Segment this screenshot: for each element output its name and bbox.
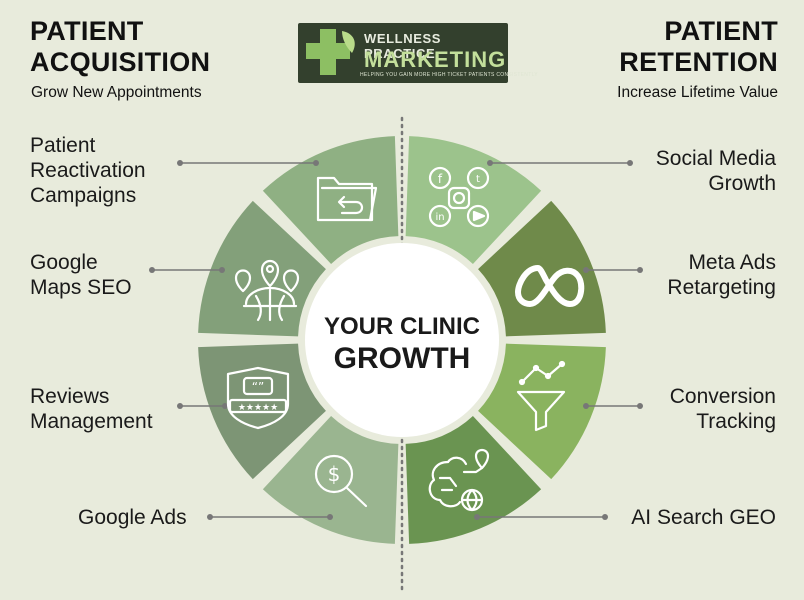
folder-return-icon (316, 176, 378, 222)
connector-dot (177, 403, 183, 409)
social-media-icons: f t in (428, 166, 490, 228)
connector-dot (637, 267, 643, 273)
connector-dot (177, 160, 183, 166)
map-pins-globe-icon (234, 259, 300, 322)
connector-dot (207, 514, 213, 520)
label-line: Meta Ads (688, 251, 776, 274)
label-google-maps-seo: Google Maps SEO (30, 250, 132, 300)
review-stars-shield-icon: “” ★★★★★ (226, 366, 290, 430)
connector-dot (627, 160, 633, 166)
logo-line1: WELLNESS PRACTICE (364, 31, 442, 61)
meta-infinity-icon (515, 265, 585, 307)
svg-text:“”: “” (252, 380, 264, 394)
retention-title-line2: RETENTION (619, 47, 778, 77)
label-line: Reviews (30, 385, 110, 408)
connector-dot (219, 267, 225, 273)
label-line: Campaigns (30, 184, 137, 207)
label-line: Google Ads (78, 506, 187, 529)
connector-dot (637, 403, 643, 409)
svg-text:in: in (435, 212, 444, 223)
acquisition-title: PATIENT ACQUISITION (30, 16, 210, 78)
center-label: YOUR CLINIC GROWTH (316, 313, 488, 377)
connector-dot (474, 514, 480, 520)
label-line: Google (30, 251, 98, 274)
label-conversion-tracking: Conversion Tracking (670, 384, 776, 434)
label-line: Maps SEO (30, 276, 132, 299)
connector-dot (149, 267, 155, 273)
label-meta-ads-retargeting: Meta Ads Retargeting (667, 250, 776, 300)
label-patient-reactivation: Patient Reactivation Campaigns (30, 133, 146, 208)
label-line: AI Search GEO (631, 506, 776, 529)
segment-google-ads (262, 416, 399, 544)
retention-title-line1: PATIENT (664, 16, 778, 46)
retention-title: PATIENT RETENTION (619, 16, 778, 78)
label-line: Reactivation (30, 159, 146, 182)
retention-subtitle: Increase Lifetime Value (617, 84, 778, 101)
label-line: Growth (708, 172, 776, 195)
center-line2: GROWTH (333, 342, 471, 375)
svg-text:f: f (438, 172, 443, 186)
label-line: Patient (30, 134, 96, 157)
svg-text:★★★★★: ★★★★★ (238, 403, 278, 413)
label-line: Tracking (696, 410, 776, 433)
connector-dot (222, 403, 228, 409)
segment-reactivation (262, 136, 399, 264)
acquisition-title-line1: PATIENT (30, 16, 144, 46)
leaf-cross-icon (306, 29, 355, 75)
center-circle (305, 243, 499, 437)
label-reviews-management: Reviews Management (30, 384, 153, 434)
ai-brain-globe-icon (428, 448, 490, 512)
connector-dot (583, 267, 589, 273)
logo-tagline: HELPING YOU GAIN MORE HIGH TICKET PATIEN… (360, 72, 538, 78)
label-social-media-growth: Social Media Growth (656, 146, 776, 196)
label-line: Social Media (655, 147, 776, 170)
label-google-ads: Google Ads (78, 505, 187, 530)
connector-dot (602, 514, 608, 520)
connector-dot (313, 160, 319, 166)
funnel-chart-icon (516, 360, 566, 432)
label-line: Conversion (669, 385, 776, 408)
label-line: Management (30, 410, 153, 433)
connector-dot (487, 160, 493, 166)
dollar-search-icon: $ (314, 454, 368, 508)
svg-text:$: $ (328, 462, 341, 486)
acquisition-subtitle: Grow New Appointments (31, 84, 202, 101)
segment-conversion-tracking (478, 343, 606, 480)
label-ai-search-geo: AI Search GEO (631, 505, 776, 530)
connectors (149, 160, 643, 520)
label-line: Retargeting (667, 276, 776, 299)
acquisition-title-line2: ACQUISITION (30, 47, 211, 77)
logo-line2: MARKETING (364, 47, 507, 72)
segment-ai-search (405, 416, 542, 544)
connector-dot (583, 403, 589, 409)
center-line1: YOUR CLINIC (324, 313, 480, 340)
svg-text:t: t (476, 174, 480, 185)
connector-dot (327, 514, 333, 520)
wellness-practice-logo: WELLNESS PRACTICE MARKETING HELPING YOU … (298, 23, 538, 83)
